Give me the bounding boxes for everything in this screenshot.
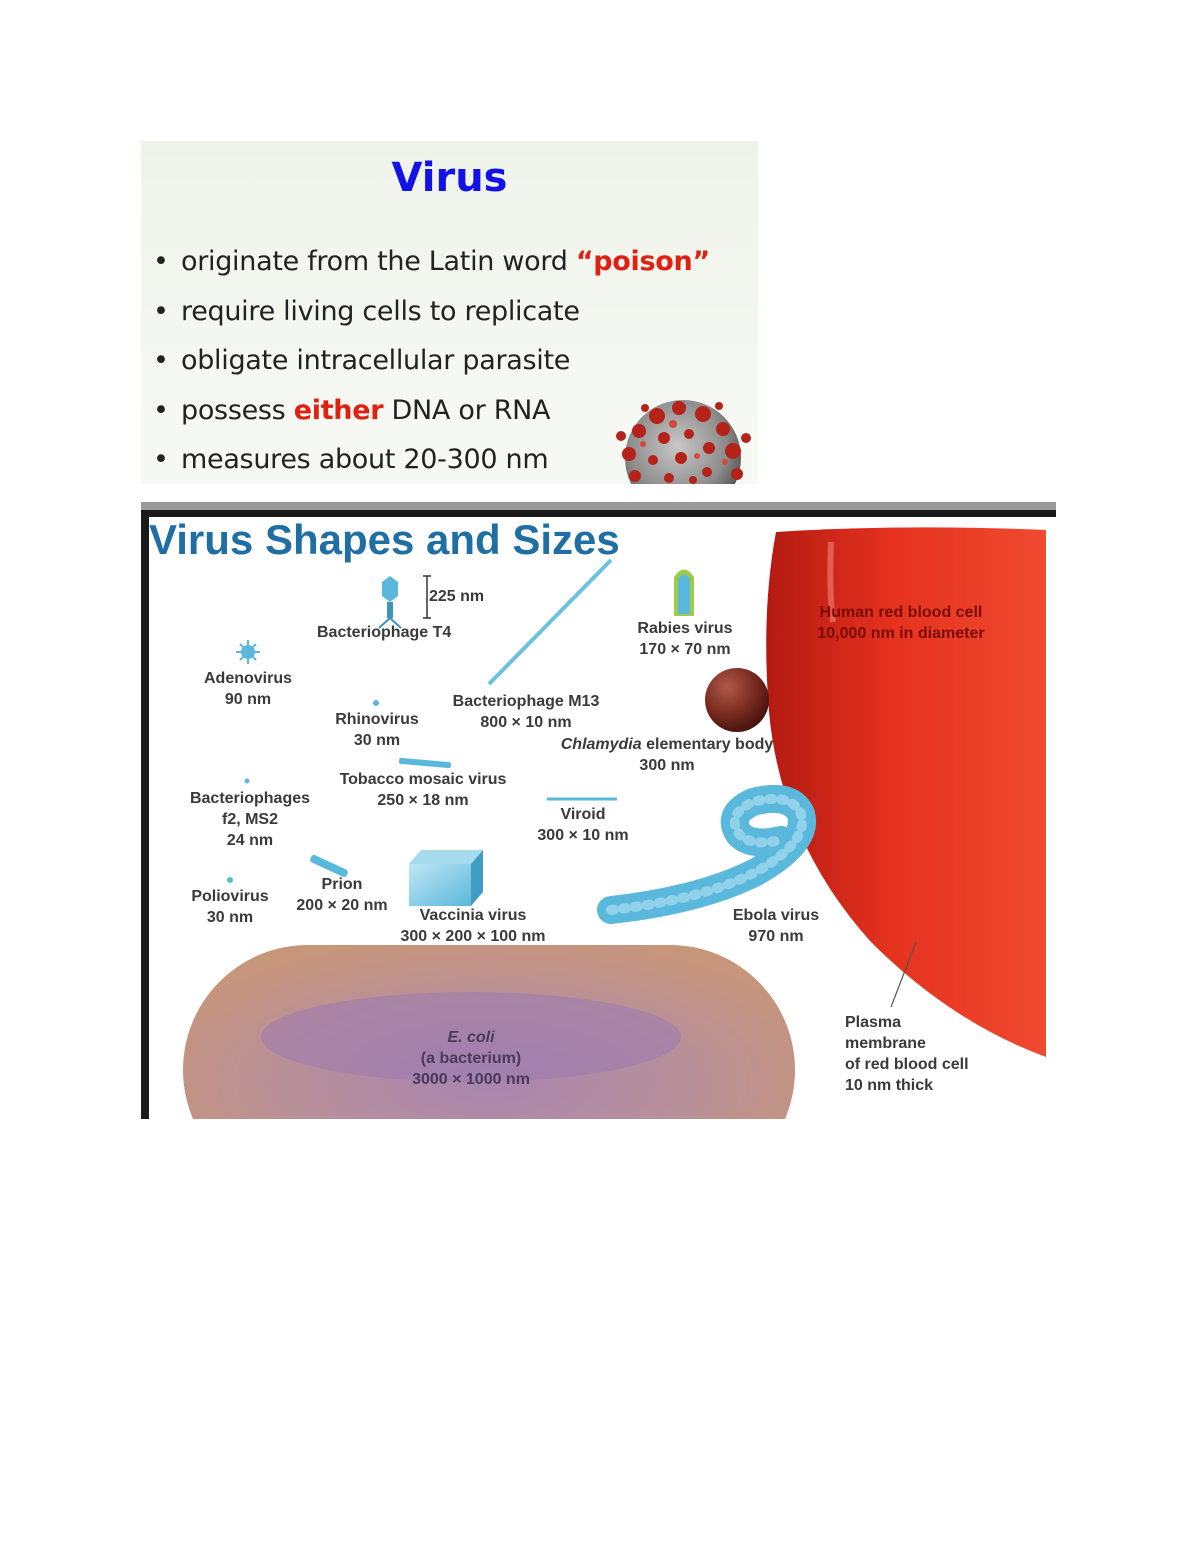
adenovirus-shape	[236, 640, 260, 664]
frame-top	[141, 502, 1056, 510]
bullet-highlight: “poison”	[575, 246, 710, 277]
figure-title: Virus Shapes and Sizes	[149, 516, 620, 563]
bullet-item: •require living cells to replicate	[153, 295, 580, 327]
virus-sizes-illustration	[183, 527, 1046, 1119]
slide-title: Virus	[391, 155, 508, 201]
t4-name-label: Bacteriophage T4	[317, 624, 452, 641]
bullet-item: •obligate intracellular parasite	[153, 345, 571, 376]
bullet-text: possess	[181, 394, 294, 426]
tobacco-mosaic-virus-shape	[399, 757, 451, 769]
bacteriophage-t4-shape	[378, 576, 402, 629]
bullet-highlight: either	[293, 394, 384, 426]
bullet-item: •measures about 20-300 nm	[153, 444, 549, 475]
bullet-text: obligate intracellular parasite	[181, 345, 571, 376]
virus-intro-slide: Virus •originate from the Latin word “po…	[141, 141, 758, 484]
chlamydia-shape	[705, 668, 769, 732]
bacteriophage-f2-shape	[244, 778, 250, 784]
ebola-virus-shape	[597, 785, 816, 924]
ecoli-label: E. coli (a bacterium) 3000 × 1000 nm	[412, 1029, 530, 1088]
bullet-text-after: DNA or RNA	[383, 394, 551, 426]
frame-left-border	[141, 510, 149, 1119]
bacteriophage-m13-shape	[487, 558, 613, 686]
bullet-item: •originate from the Latin word “poison”	[153, 246, 710, 277]
frame-top-border	[141, 510, 1056, 517]
poliovirus-shape	[227, 877, 233, 883]
vaccinia-virus-shape	[409, 850, 483, 906]
rhinovirus-shape	[373, 700, 379, 706]
rabies-virus-shape	[674, 569, 694, 616]
coronavirus-icon	[616, 400, 751, 484]
prion-shape	[310, 854, 348, 878]
bullet-item: •possess either DNA or RNA	[153, 394, 551, 426]
bullet-text: measures about 20-300 nm	[181, 444, 549, 475]
virus-sizes-figure: Virus Shapes and Sizes 225 nm Bacterioph…	[141, 502, 1056, 1119]
bullet-list: •originate from the Latin word “poison” …	[153, 237, 710, 484]
bullet-text: require living cells to replicate	[181, 295, 580, 327]
red-blood-cell	[766, 527, 1046, 1057]
plasma-membrane-label: Plasma membrane of red blood cell 10 nm …	[845, 1014, 969, 1094]
bullet-text: originate from the Latin word	[181, 246, 576, 277]
t4-scale-label: 225 nm	[429, 588, 485, 605]
